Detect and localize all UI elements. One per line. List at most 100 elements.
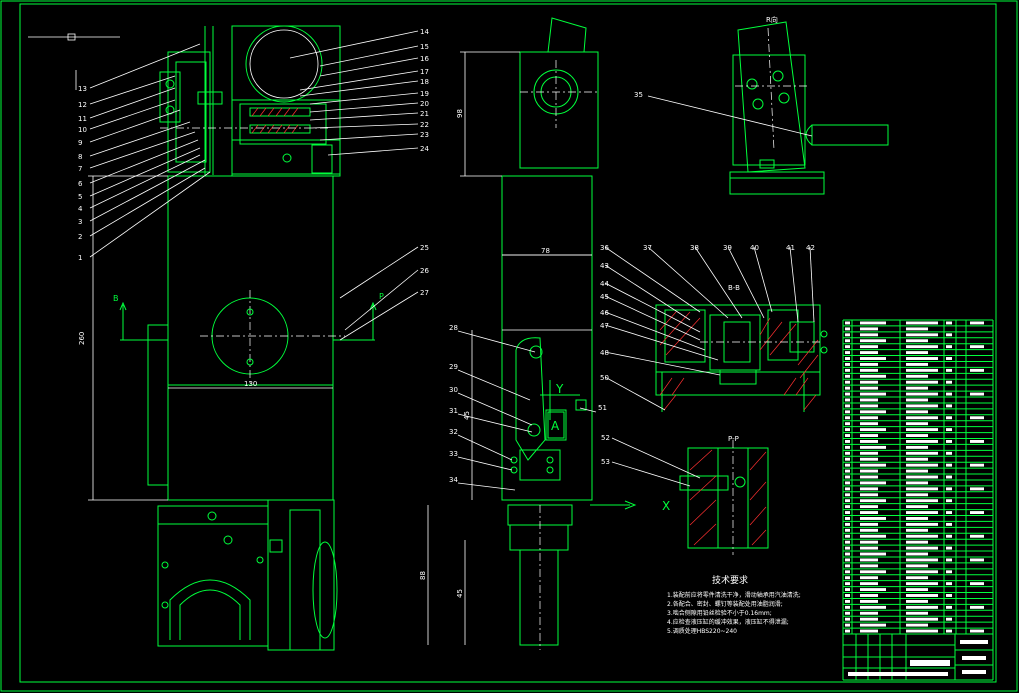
dim-bottom-2: 45 bbox=[456, 589, 464, 598]
bom-cell-text bbox=[845, 605, 850, 609]
bom-cell-text bbox=[845, 540, 850, 544]
bom-cell-text bbox=[860, 392, 886, 396]
bom-cell-text bbox=[860, 416, 878, 420]
top-leaders bbox=[289, 30, 419, 156]
bom-cell-text bbox=[906, 522, 938, 526]
title-block-text bbox=[960, 640, 988, 644]
part-label: 25 bbox=[420, 244, 429, 252]
bom-cell-text bbox=[845, 522, 850, 526]
bom-cell-text bbox=[845, 487, 850, 491]
section-bb-leaders bbox=[604, 246, 815, 411]
section-label-pp: P-P bbox=[728, 435, 739, 443]
bom-cell-text bbox=[860, 611, 878, 615]
bom-cell-text bbox=[860, 345, 878, 349]
bom-cell-text bbox=[845, 428, 850, 432]
left-part-labels: 13 12 11 10 9 8 7 6 5 4 3 2 1 bbox=[78, 85, 87, 262]
r-view-detail bbox=[647, 21, 889, 195]
bom-cell-text bbox=[860, 333, 878, 337]
tech-item: 4.应检查液压缸的缓冲效果，液压缸不得泄漏; bbox=[667, 618, 789, 626]
arrow-label-y: Y bbox=[555, 382, 564, 396]
bom-cell-text bbox=[860, 511, 878, 515]
part-label: 12 bbox=[78, 101, 87, 109]
part-label: 51 bbox=[598, 404, 607, 412]
part-label: 1 bbox=[78, 254, 82, 262]
bom-cell-text bbox=[906, 540, 928, 544]
bom-cell-text bbox=[946, 357, 952, 360]
bom-cell-text bbox=[860, 463, 886, 467]
part-label: 21 bbox=[420, 110, 429, 118]
bom-cell-text bbox=[845, 517, 850, 520]
bom-cell-text bbox=[946, 404, 952, 408]
bom-cell-text bbox=[845, 351, 850, 355]
bom-cell-text bbox=[906, 345, 938, 349]
bom-cell-text bbox=[845, 493, 850, 497]
bom-cell-text bbox=[845, 380, 850, 384]
bom-cell-text bbox=[906, 422, 928, 426]
part-label: 18 bbox=[420, 78, 429, 86]
part-label: 43 bbox=[600, 262, 609, 270]
bom-cell-text bbox=[906, 599, 928, 603]
bom-cell-text bbox=[845, 445, 850, 449]
bom-cell-text bbox=[946, 321, 952, 325]
bom-cell-text bbox=[845, 552, 850, 556]
bom-cell-text bbox=[906, 434, 928, 437]
bom-cell-text bbox=[970, 321, 984, 325]
tech-title: 技术要求 bbox=[712, 574, 748, 586]
bom-cell-text bbox=[860, 469, 878, 473]
part-label: 46 bbox=[600, 309, 609, 317]
bom-cell-text bbox=[906, 428, 938, 432]
arrow-label-p: P bbox=[379, 292, 384, 301]
bom-cell-text bbox=[860, 534, 886, 538]
bom-cell-text bbox=[860, 327, 878, 331]
bom-cell-text bbox=[906, 528, 928, 532]
tech-item: 1.装配前应将零件清洗干净，滑动轴承用汽油清洗; bbox=[667, 591, 801, 599]
bom-cell-text bbox=[845, 594, 850, 597]
part-label: 23 bbox=[420, 131, 429, 139]
bom-cell-text bbox=[845, 611, 850, 615]
part-label: 24 bbox=[420, 145, 429, 153]
bom-cell-text bbox=[970, 416, 984, 420]
bom-cell-text bbox=[946, 416, 952, 420]
title-block-text bbox=[962, 670, 986, 674]
part-label: 39 bbox=[723, 244, 732, 252]
part-label: 28 bbox=[449, 324, 458, 332]
bom-cell-text bbox=[906, 558, 938, 562]
tech-requirements: 技术要求 1.装配前应将零件清洗干净，滑动轴承用汽油清洗; 2.各配合、密封、螺… bbox=[667, 574, 801, 635]
bom-cell-text bbox=[946, 522, 952, 526]
bom-cell-text bbox=[860, 439, 878, 443]
bom-cell-text bbox=[946, 439, 952, 443]
part-label: 47 bbox=[600, 322, 609, 330]
bom-cell-text bbox=[906, 517, 928, 520]
bom-cell-text bbox=[845, 499, 850, 503]
bom-cell-text bbox=[845, 410, 850, 414]
bom-cell-text bbox=[906, 380, 938, 384]
part-label: 41 bbox=[786, 244, 795, 252]
bom-cell-text bbox=[845, 362, 850, 366]
bom-cell-text bbox=[860, 540, 878, 544]
bom-cell-text bbox=[860, 582, 878, 586]
bom-cell-text bbox=[906, 321, 938, 325]
bom-cell-text bbox=[906, 410, 928, 414]
bom-cell-text bbox=[906, 576, 928, 580]
bom-cell-text bbox=[860, 404, 878, 408]
bom-cell-text bbox=[970, 392, 984, 396]
center-side-view bbox=[427, 17, 637, 650]
part-label: 26 bbox=[420, 267, 429, 275]
part-label: 10 bbox=[78, 126, 87, 134]
bom-table bbox=[842, 319, 994, 635]
title-block-text bbox=[848, 672, 948, 676]
bom-cell-text bbox=[845, 576, 850, 580]
bom-cell-text bbox=[860, 410, 886, 414]
bom-cell-text bbox=[946, 534, 952, 538]
bom-cell-text bbox=[970, 605, 984, 609]
bom-cell-text bbox=[860, 617, 878, 621]
bom-cell-text bbox=[845, 481, 850, 485]
bom-cell-text bbox=[946, 392, 952, 396]
bom-cell-text bbox=[845, 617, 850, 621]
bom-cell-text bbox=[845, 434, 850, 437]
bom-cell-text bbox=[946, 475, 952, 479]
bom-cell-text bbox=[845, 558, 850, 562]
bom-cell-text bbox=[845, 333, 850, 337]
title-block bbox=[842, 633, 994, 681]
